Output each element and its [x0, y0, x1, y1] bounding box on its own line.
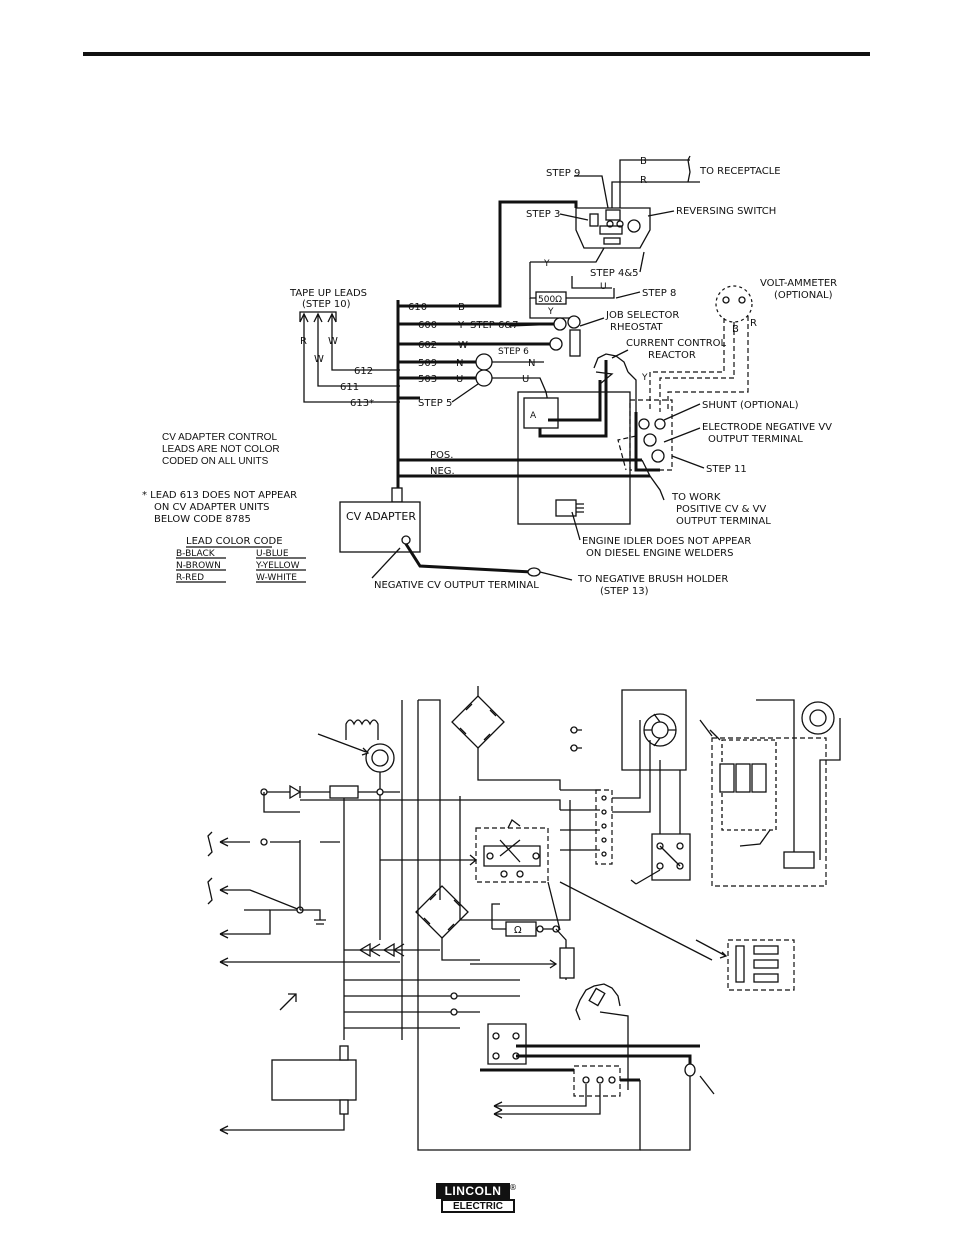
- meter-module: [711, 737, 827, 887]
- lead-613-note-3: BELOW CODE 8785: [154, 514, 251, 525]
- lead-611-label: 611: [340, 382, 359, 393]
- ohm-label: Ω: [514, 925, 522, 936]
- tape-w-label-2: W: [328, 336, 338, 347]
- cv-note-line-1: CV ADAPTER CONTROL: [162, 432, 277, 443]
- job-selector-label-1: JOB SELECTOR: [605, 310, 679, 321]
- lead-613-note-2: ON CV ADAPTER UNITS: [154, 502, 270, 513]
- pos-label: POS.: [430, 450, 453, 461]
- rectifier-bridge-top: [451, 695, 505, 749]
- receptacle-r-label: R: [640, 175, 647, 186]
- lead-u-label: U: [600, 282, 607, 292]
- lead-503-label: 503: [418, 374, 437, 385]
- reactor-y-label: Y: [641, 373, 648, 383]
- lead-600-code: Y: [457, 320, 465, 331]
- lead-color-code-title: LEAD COLOR CODE: [186, 536, 283, 547]
- step-6-label: STEP 6: [498, 347, 529, 357]
- rectifier-bridge-bottom: [415, 885, 469, 939]
- reversing-switch: [575, 207, 651, 249]
- resistor-500-label: 500Ω: [538, 295, 562, 305]
- current-control-reactor-bottom: [575, 983, 621, 1021]
- wire-u-label: U: [522, 374, 529, 385]
- step-8-label: STEP 8: [642, 288, 676, 299]
- lead-613-label: 613*: [350, 398, 374, 409]
- resistor-left: [329, 785, 359, 799]
- volt-ammeter-label-2: (OPTIONAL): [774, 290, 833, 301]
- engine-idler-label-1: ENGINE IDLER DOES NOT APPEAR: [582, 536, 751, 547]
- lead-509-code: N: [456, 358, 463, 369]
- lead-602-label: 602: [418, 340, 437, 351]
- to-work-label-2: POSITIVE CV & VV: [676, 504, 766, 515]
- step-5-label: STEP 5: [418, 398, 452, 409]
- lead-610-label: 610: [408, 302, 427, 313]
- step-4-5-label: STEP 4&5: [590, 268, 639, 279]
- logo-top-text: LINCOLN: [436, 1183, 510, 1199]
- to-work-label-1: TO WORK: [671, 492, 721, 503]
- lead-602-code: W: [458, 340, 468, 351]
- cv-note-line-2: LEADS ARE NOT COLOR: [162, 444, 280, 455]
- dashed-module-bottom: [573, 1065, 621, 1097]
- job-selector-label-2: RHEOSTAT: [610, 322, 663, 333]
- volt-ammeter-label-1: VOLT-AMMETER: [760, 278, 837, 289]
- volt-ammeter: [715, 285, 753, 323]
- lead-color-code-table: B-BLACK U-BLUE N-BROWN Y-YELLOW R-RED W-WHITE: [176, 549, 306, 583]
- receptacle-b-label: B: [640, 156, 647, 167]
- cv-adapter-bottom: [271, 1059, 357, 1101]
- step-9-label: STEP 9: [546, 168, 580, 179]
- to-neg-brush-label-2: (STEP 13): [600, 586, 649, 597]
- engine-idler-enclosure: [517, 391, 631, 525]
- to-work-label-3: OUTPUT TERMINAL: [676, 516, 771, 527]
- shunt-label: SHUNT (OPTIONAL): [702, 400, 799, 411]
- resistor-a-label: A: [530, 411, 537, 421]
- lead-613-note-1: * LEAD 613 DOES NOT APPEAR: [142, 490, 297, 501]
- tape-r-label: R: [300, 336, 307, 347]
- job-selector-rheostat: [569, 329, 581, 357]
- lead-y-label-2: Y: [547, 307, 554, 317]
- color-code-entry: W-WHITE: [256, 573, 297, 583]
- cv-adapter-label: CV ADAPTER: [346, 510, 416, 523]
- neg-label: NEG.: [430, 466, 455, 477]
- neg-cv-terminal-label: NEGATIVE CV OUTPUT TERMINAL: [374, 580, 539, 591]
- color-code-entry: Y-YELLOW: [255, 561, 300, 571]
- lincoln-electric-logo: LINCOLN ELECTRIC ®: [436, 1183, 518, 1215]
- lead-y-label-1: Y: [543, 259, 550, 269]
- step-6-7-label: STEP 6&7: [470, 320, 519, 331]
- current-control-label-1: CURRENT CONTROL: [626, 338, 727, 349]
- engine-idler-label-2: ON DIESEL ENGINE WELDERS: [586, 548, 733, 559]
- current-control-reactor: [593, 353, 629, 373]
- to-neg-brush-label-1: TO NEGATIVE BRUSH HOLDER: [577, 574, 728, 585]
- to-receptacle-label: TO RECEPTACLE: [699, 166, 781, 177]
- color-code-entry: B-BLACK: [176, 549, 216, 559]
- reversing-switch-label: REVERSING SWITCH: [676, 206, 776, 217]
- lead-610-code: B: [458, 302, 465, 313]
- electrode-neg-label-1: ELECTRODE NEGATIVE VV: [702, 422, 832, 433]
- upper-wiring-diagram: STEP 9 B R TO RECEPTACLE STEP 3 REVERSIN…: [142, 155, 837, 597]
- terminal-strip: [595, 789, 613, 865]
- electrode-neg-label-2: OUTPUT TERMINAL: [708, 434, 803, 445]
- meter-b-label: B: [732, 324, 739, 335]
- lead-612-label: 612: [354, 366, 373, 377]
- meter-r-label: R: [750, 318, 757, 329]
- current-control-label-2: REACTOR: [648, 350, 696, 361]
- tape-up-label-1: TAPE UP LEADS: [289, 288, 367, 299]
- wire-n-label: N: [528, 358, 535, 369]
- logo-registered-mark: ®: [509, 1183, 517, 1192]
- lead-509-label: 509: [418, 358, 437, 369]
- logo-bottom-text: ELECTRIC: [441, 1199, 515, 1213]
- tape-w-label-1: W: [314, 354, 324, 365]
- dashed-module-center: [475, 827, 549, 883]
- color-code-entry: R-RED: [176, 573, 204, 583]
- cv-note-line-3: CODED ON ALL UNITS: [162, 456, 269, 467]
- lower-wiring-diagram: Ω: [207, 686, 841, 1151]
- shunt-module: [727, 939, 795, 991]
- step-3-label: STEP 3: [526, 209, 560, 220]
- lead-600-label: 600: [418, 320, 437, 331]
- lead-503-code: U: [456, 374, 463, 385]
- color-code-entry: U-BLUE: [256, 549, 289, 559]
- color-code-entry: N-BROWN: [176, 561, 221, 571]
- tape-up-label-2: (STEP 10): [302, 299, 351, 310]
- header-rule: [83, 52, 870, 56]
- step-11-label: STEP 11: [706, 464, 747, 475]
